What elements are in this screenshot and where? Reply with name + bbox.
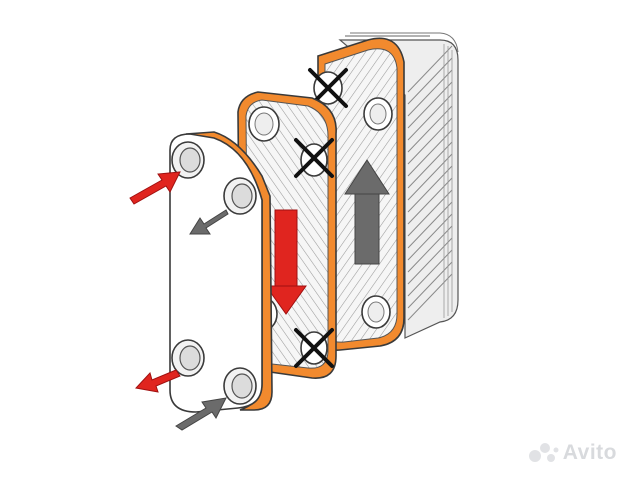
x-mark-icon (294, 328, 334, 368)
x-mark-icon (294, 138, 334, 178)
nozzle-top-left (171, 141, 205, 179)
stack-front-plate (313, 37, 405, 351)
avito-logo-icon (528, 443, 559, 462)
plate-stack-edges (338, 32, 459, 339)
front-cover-plate (169, 131, 273, 413)
arrow-in-icon (129, 171, 181, 205)
arrow-in-icon (175, 397, 227, 431)
arrow-out-icon (189, 209, 229, 235)
hot-flow-down-arrow-icon (265, 209, 307, 315)
watermark-text: Avito (562, 441, 617, 464)
cold-flow-up-arrow-icon (344, 159, 390, 265)
plate-stack (308, 32, 459, 351)
nozzle-bottom-left (171, 339, 205, 377)
watermark: Avito (528, 441, 617, 465)
nozzle-bottom-right (223, 367, 257, 405)
arrow-out-icon (135, 369, 181, 393)
nozzle-top-right (223, 177, 257, 215)
